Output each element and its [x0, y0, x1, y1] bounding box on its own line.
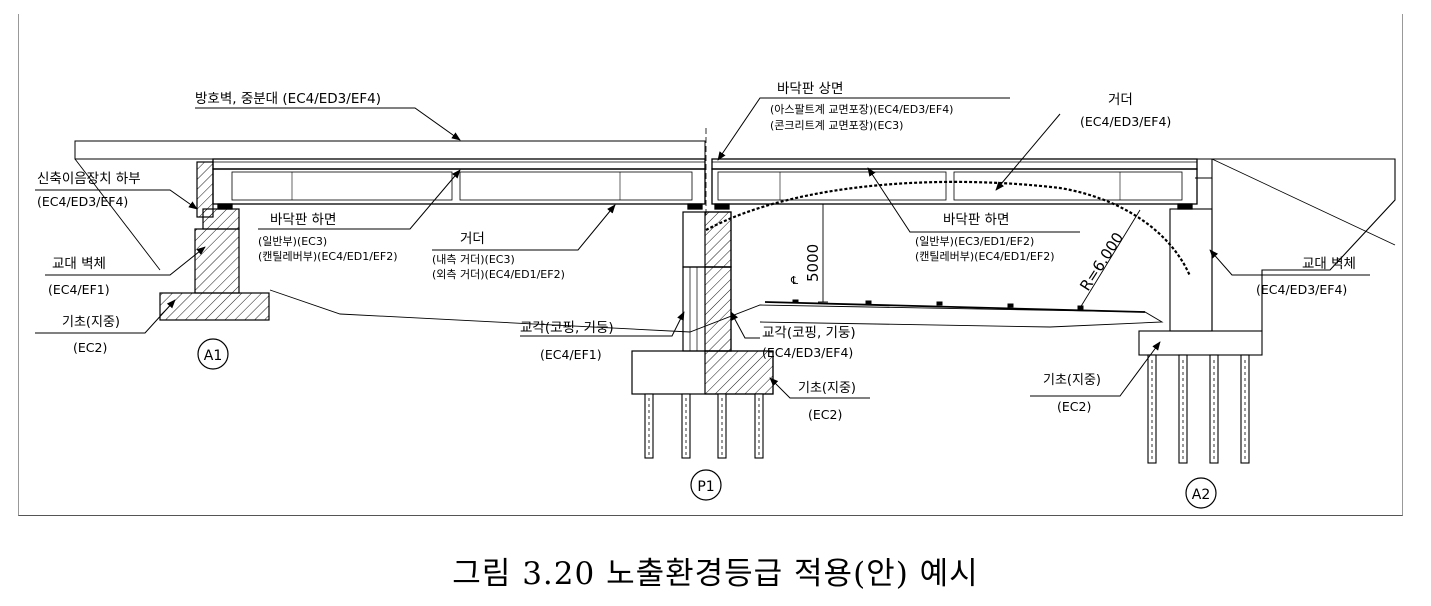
support-markers [197, 338, 1217, 509]
label-footing-left-class: (EC2) [73, 340, 107, 355]
label-joint-title: 신축이음장치 하부 [37, 171, 141, 187]
footing-a2 [1138, 330, 1263, 356]
label-dim-radius: R=6.000 [1076, 229, 1127, 294]
label-pier-right: 교각(코핑, 기둥) [762, 325, 856, 341]
label-deck-bottom-left-cantilever: (캔틸레버부)(EC4/ED1/EF2) [258, 250, 398, 263]
figure-caption: 그림 3.20 노출환경등급 적용(안) 예시 [452, 556, 979, 592]
label-footing-pier: 기초(지중) [798, 381, 856, 396]
label-deck-bottom-right-general: (일반부)(EC3/ED1/EF2) [915, 234, 1034, 248]
label-abutment-left: 교대 벽체 [52, 256, 106, 272]
label-girder-mid: 거더 [460, 231, 485, 247]
leader-lines [35, 97, 1370, 399]
label-pier-left: 교각(코핑, 기둥) [520, 320, 614, 336]
label-joint-class: (EC4/ED3/EF4) [37, 194, 128, 209]
label-deck-top-concrete: (콘크리트계 교면포장)(EC3) [770, 119, 903, 132]
support-a1: A1 [204, 348, 222, 364]
label-girder-mid-inner: (내측 거더)(EC3) [432, 253, 515, 266]
superstructure [74, 128, 1198, 215]
pier-piles [644, 393, 764, 459]
deck-slab-right [711, 158, 1198, 170]
label-deck-bottom-right-cantilever: (캔틸레버부)(EC4/ED1/EF2) [915, 250, 1055, 263]
radius-line [1079, 209, 1141, 309]
a2-piles [1147, 354, 1250, 464]
girder-left [212, 168, 706, 205]
pier-p1 [631, 211, 774, 395]
label-footing-right-class: (EC2) [1057, 399, 1091, 414]
label-footing-right: 기초(지중) [1043, 373, 1101, 388]
height-dimension [818, 203, 828, 303]
support-a2: A2 [1192, 487, 1210, 503]
guard-wall [74, 140, 706, 160]
label-guard-wall: 방호벽, 중분대 (EC4/ED3/EF4) [195, 91, 381, 107]
label-footing-pier-class: (EC2) [808, 407, 842, 422]
label-girder-mid-outer: (외측 거더)(EC4/ED1/EF2) [432, 268, 565, 281]
abutment-a1 [74, 141, 270, 321]
label-girder-right-class: (EC4/ED3/EF4) [1080, 114, 1171, 129]
drawing-frame [18, 14, 1403, 516]
label-pier-left-class: (EC4/EF1) [540, 347, 602, 362]
label-abutment-left-class: (EC4/EF1) [48, 282, 110, 297]
label-pier-right-class: (EC4/ED3/EF4) [762, 345, 853, 360]
label-abutment-right-class: (EC4/ED3/EF4) [1256, 282, 1347, 297]
label-centerline: ℄ [790, 274, 798, 287]
bridge-exposure-diagram: 방호벽, 중분대 (EC4/ED3/EF4) 바닥판 상면 (아스팔트계 교면포… [35, 81, 1396, 509]
label-deck-bottom-left-general: (일반부)(EC3) [258, 234, 327, 248]
abutment-a2 [1138, 158, 1396, 356]
support-p1: P1 [697, 479, 714, 495]
label-deck-bottom-right: 바닥판 하면 [943, 212, 1009, 228]
label-deck-top-asphalt: (아스팔트계 교면포장)(EC4/ED3/EF4) [770, 103, 953, 116]
label-footing-left: 기초(지중) [62, 315, 120, 330]
splash-radius-arc [705, 180, 1192, 277]
label-abutment-right: 교대 벽체 [1302, 256, 1356, 272]
label-deck-top: 바닥판 상면 [777, 81, 843, 97]
label-deck-bottom-left: 바닥판 하면 [270, 212, 336, 228]
footing-a1 [159, 292, 270, 321]
deck-slab-left [212, 158, 706, 170]
girder-right [711, 168, 1198, 205]
label-girder-right: 거더 [1108, 92, 1133, 108]
label-dim-height: 5000 [804, 244, 822, 282]
